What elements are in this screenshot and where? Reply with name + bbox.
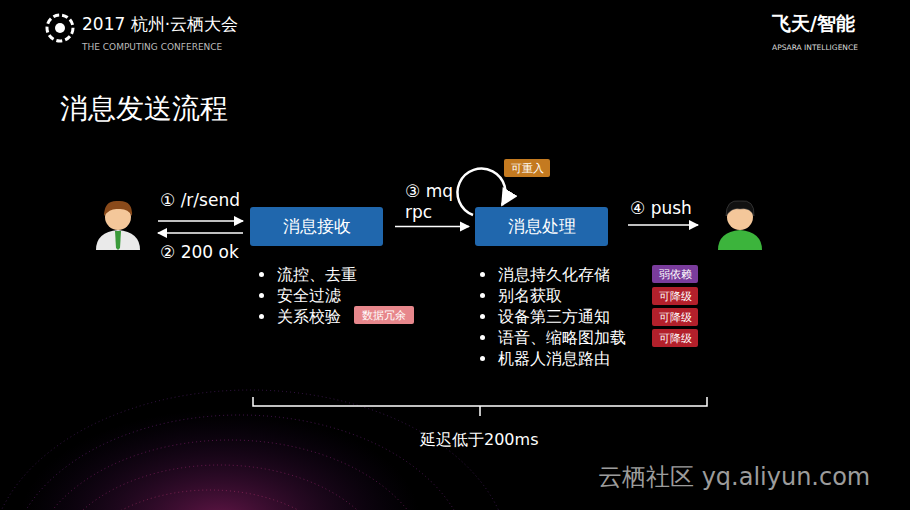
edge-text: ④ push [630, 198, 692, 219]
bullet-item: 消息持久化存储 [478, 264, 610, 285]
edge-text: ② 200 ok [160, 242, 239, 263]
flow-arrow [395, 226, 469, 228]
status-tag: 数据冗余 [354, 306, 414, 324]
node-text: 可降级 [659, 289, 692, 304]
edge-label: ③ mq rpc [405, 181, 459, 223]
status-tag: 弱依赖 [652, 265, 698, 283]
node-text: 消息接收 [283, 215, 351, 238]
bracket [253, 397, 707, 416]
edge-text: ① /r/send [160, 190, 240, 211]
bullet-item: 安全过滤 [257, 285, 341, 306]
status-tag: 可降级 [652, 308, 698, 326]
process-box: 消息接收 [250, 207, 383, 246]
title: 消息发送流程 [60, 90, 228, 128]
process-box: 消息处理 [475, 207, 608, 246]
user-icon [96, 201, 140, 250]
response-arrow [158, 232, 243, 234]
bullet-item: 语音、缩略图加载 [478, 327, 626, 348]
bullet-item: 设备第三方通知 [478, 306, 610, 327]
brand-logo: 飞天/智能 [772, 13, 855, 34]
swirl-background [0, 390, 510, 510]
status-tag: 可降级 [652, 287, 698, 305]
logo-mark [47, 15, 73, 41]
bullet-item: 别名获取 [478, 285, 562, 306]
status-tag: 可降级 [652, 329, 698, 347]
watermark: 云栖社区 yq.aliyun.com [598, 467, 870, 488]
node-text: 可降级 [659, 331, 692, 346]
node-text: 弱依赖 [659, 267, 692, 282]
request-arrow [158, 220, 243, 222]
node-text: 可降级 [659, 310, 692, 325]
node-text: 可重入 [511, 161, 544, 176]
node-text: 消息处理 [508, 215, 576, 238]
bullet-item: 流控、去重 [257, 264, 357, 285]
brand-subtitle: APSARA INTELLIGENCE [772, 37, 858, 58]
latency-note: 延迟低于200ms [420, 429, 538, 450]
user-icon [718, 201, 762, 250]
bullet-item: 机器人消息路由 [478, 348, 610, 369]
swirl-glow [20, 410, 420, 510]
status-tag: 可重入 [504, 159, 550, 177]
bullet-item: 关系校验 [257, 306, 341, 327]
node-text: 数据冗余 [362, 308, 406, 323]
conference-subtitle: THE COMPUTING CONFERENCE [82, 37, 222, 58]
conference-name: 2017 杭州·云栖大会 [82, 14, 238, 35]
push-arrow [628, 224, 698, 226]
